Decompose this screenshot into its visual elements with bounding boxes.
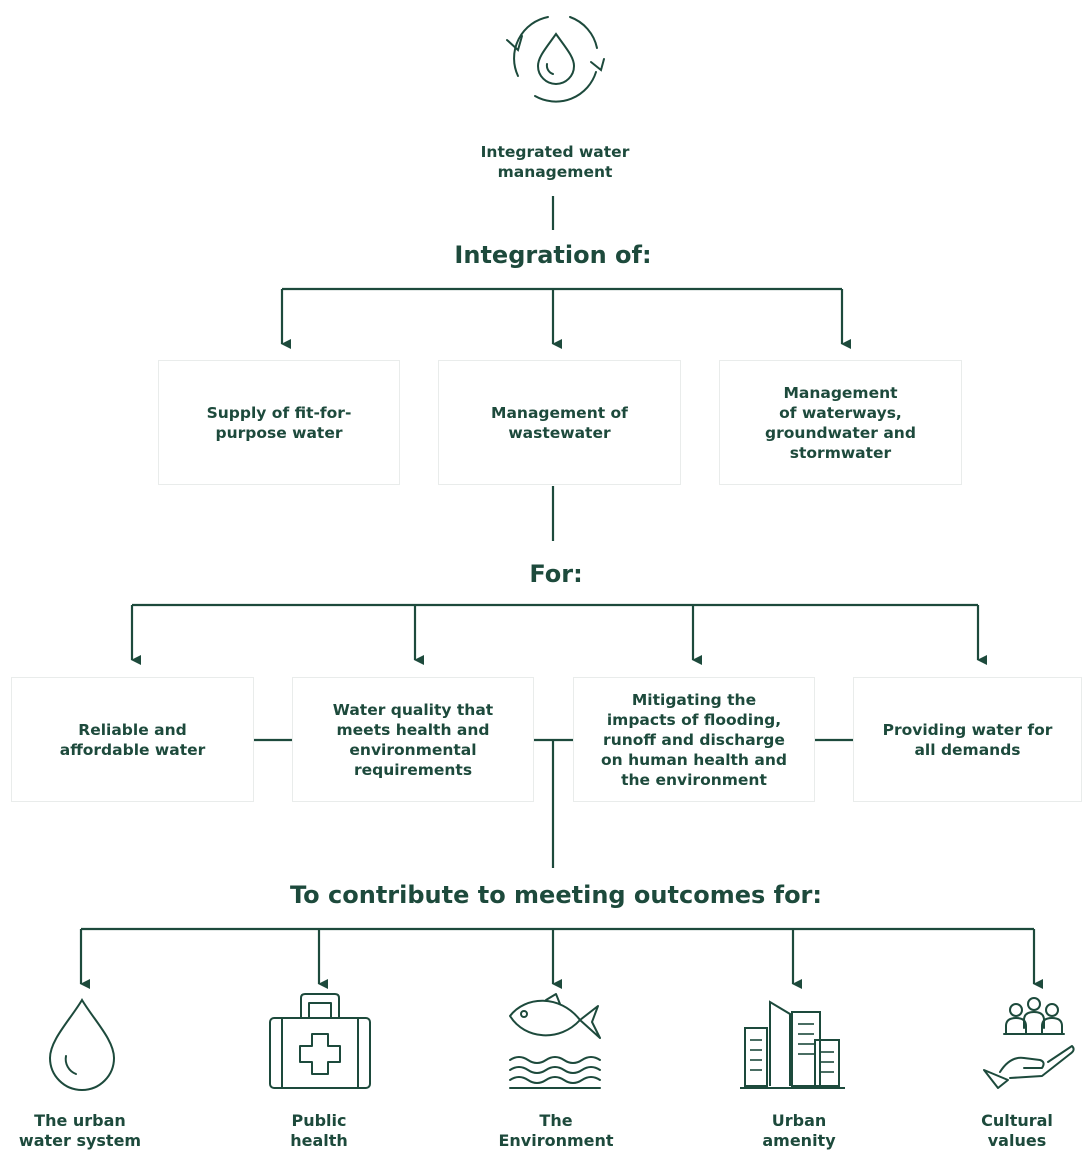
people-hand-icon <box>983 997 1075 1089</box>
city-buildings-icon <box>740 1000 845 1089</box>
for-box-2: Water quality that meets health and envi… <box>292 677 534 802</box>
for-box-3-text: Mitigating the impacts of flooding, runo… <box>601 690 787 789</box>
for-box-4: Providing water for all demands <box>853 677 1082 802</box>
integration-box-3: Management of waterways, groundwater and… <box>719 360 962 485</box>
outcome-label-urban-amenity: Urban amenity <box>762 1111 836 1150</box>
integration-box-1-text: Supply of fit-for- purpose water <box>206 403 352 442</box>
for-box-1-text: Reliable and affordable water <box>59 720 206 759</box>
for-box-4-text: Providing water for all demands <box>882 720 1053 759</box>
integration-box-2: Management of wastewater <box>438 360 681 485</box>
for-box-3: Mitigating the impacts of flooding, runo… <box>573 677 815 802</box>
water-drop-icon <box>48 998 116 1091</box>
integration-box-2-text: Management of wastewater <box>491 403 628 442</box>
outcome-label-urban-water-system: The urban water system <box>18 1111 142 1150</box>
top-title: Integrated water management <box>480 143 630 181</box>
integration-box-1: Supply of fit-for- purpose water <box>158 360 400 485</box>
for-box-1: Reliable and affordable water <box>11 677 254 802</box>
heading-for: For: <box>529 560 583 588</box>
for-box-2-text: Water quality that meets health and envi… <box>332 700 494 779</box>
outcome-label-public-health: Public health <box>290 1111 348 1150</box>
outcome-label-environment: The Environment <box>498 1111 614 1150</box>
heading-integration: Integration of: <box>454 241 652 269</box>
first-aid-kit-icon <box>269 993 371 1089</box>
outcome-label-cultural-values: Cultural values <box>981 1111 1053 1150</box>
fish-water-icon <box>509 993 601 1089</box>
water-drop-cycle-icon <box>506 16 605 103</box>
integration-box-3-text: Management of waterways, groundwater and… <box>765 383 916 462</box>
heading-contribute: To contribute to meeting outcomes for: <box>290 881 822 909</box>
